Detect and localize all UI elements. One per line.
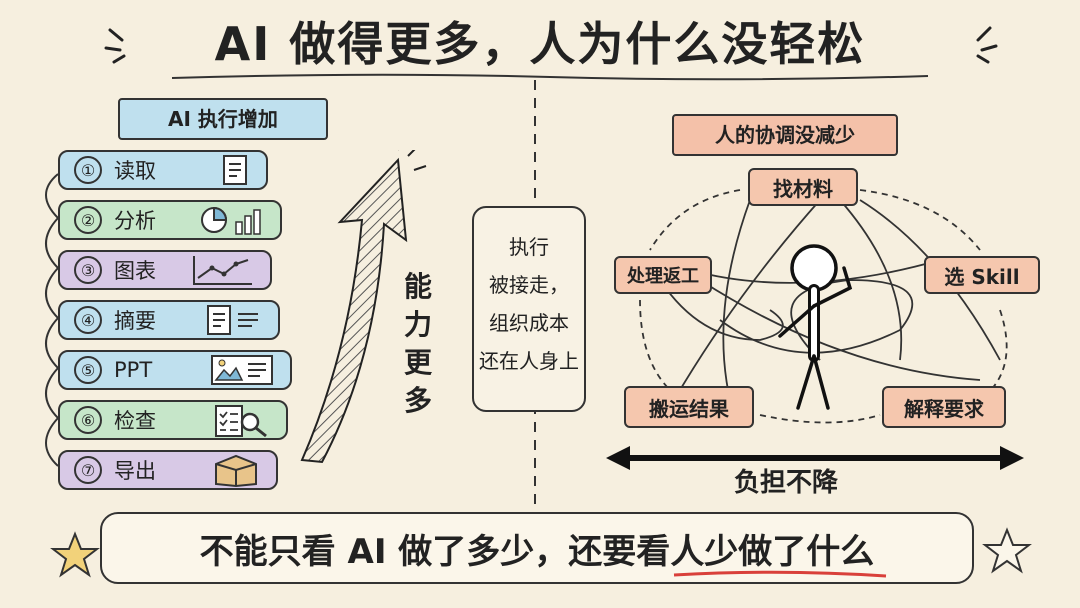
star-left-icon bbox=[50, 531, 100, 578]
highlight-underline bbox=[674, 570, 887, 577]
node-explain-requirement: 解释要求 bbox=[882, 386, 1006, 428]
step-item: ⑤ PPT bbox=[58, 350, 292, 390]
burden-label: 负担不降 bbox=[733, 468, 838, 498]
node-choose-skill: 选 Skill bbox=[924, 256, 1040, 294]
summary-doc-icon bbox=[206, 304, 262, 336]
checklist-search-icon bbox=[214, 402, 270, 438]
bottom-highlight: 人少做了什么 bbox=[670, 524, 887, 577]
node-move-results: 搬运结果 bbox=[624, 386, 754, 428]
box-icon bbox=[212, 452, 260, 488]
step-item: ③ 图表 bbox=[58, 250, 272, 290]
step-number: ④ bbox=[74, 306, 102, 334]
step-number: ① bbox=[74, 156, 102, 184]
left-section-heading: AI 执行增加 bbox=[118, 98, 328, 140]
node-rework: 处理返工 bbox=[614, 256, 712, 294]
burden-arrow-icon bbox=[606, 446, 1024, 470]
sparkle-right-icon bbox=[976, 26, 998, 64]
node-find-material: 找材料 bbox=[748, 168, 858, 206]
growth-arrow-icon bbox=[300, 150, 427, 464]
slide-icon bbox=[210, 354, 274, 386]
coordination-arrows bbox=[639, 189, 1008, 424]
step-label: 导出 bbox=[114, 459, 156, 483]
step-number: ⑦ bbox=[74, 456, 102, 484]
center-note: 执行 被接走， 组织成本 还在人身上 bbox=[472, 206, 586, 412]
step-item: ② 分析 bbox=[58, 200, 282, 240]
step-item: ① 读取 bbox=[58, 150, 268, 190]
bottom-text: 不能只看 AI 做了多少，还要看 bbox=[199, 531, 671, 572]
arrow-label: 能力更多 bbox=[403, 270, 432, 417]
step-item: ⑥ 检查 bbox=[58, 400, 288, 440]
title-underline bbox=[171, 73, 929, 81]
step-label: 摘要 bbox=[114, 309, 156, 333]
document-icon bbox=[220, 154, 250, 186]
center-line-4: 还在人身上 bbox=[479, 349, 579, 373]
step-number: ⑥ bbox=[74, 406, 102, 434]
right-section-heading: 人的协调没减少 bbox=[672, 114, 898, 156]
confused-person-icon bbox=[778, 244, 853, 410]
bottom-highlight-text: 人少做了什么 bbox=[670, 531, 875, 572]
step-label: 分析 bbox=[114, 209, 156, 233]
pie-bar-chart-icon bbox=[200, 204, 264, 236]
step-number: ⑤ bbox=[74, 356, 102, 384]
step-label: PPT bbox=[114, 358, 153, 382]
step-label: 图表 bbox=[114, 259, 156, 283]
sparkle-left-icon bbox=[104, 28, 126, 64]
step-number: ② bbox=[74, 206, 102, 234]
step-label: 检查 bbox=[114, 409, 156, 433]
step-number: ③ bbox=[74, 256, 102, 284]
line-chart-icon bbox=[190, 254, 254, 286]
center-line-3: 组织成本 bbox=[489, 311, 569, 335]
bottom-banner: 不能只看 AI 做了多少，还要看 人少做了什么 bbox=[100, 512, 974, 584]
center-line-1: 执行 bbox=[509, 235, 549, 259]
step-label: 读取 bbox=[114, 159, 156, 183]
star-right-icon bbox=[982, 527, 1032, 574]
center-line-2: 被接走， bbox=[489, 273, 569, 297]
step-item: ⑦ 导出 bbox=[58, 450, 278, 490]
step-item: ④ 摘要 bbox=[58, 300, 280, 340]
page-title: AI 做得更多，人为什么没轻松 bbox=[214, 17, 866, 71]
